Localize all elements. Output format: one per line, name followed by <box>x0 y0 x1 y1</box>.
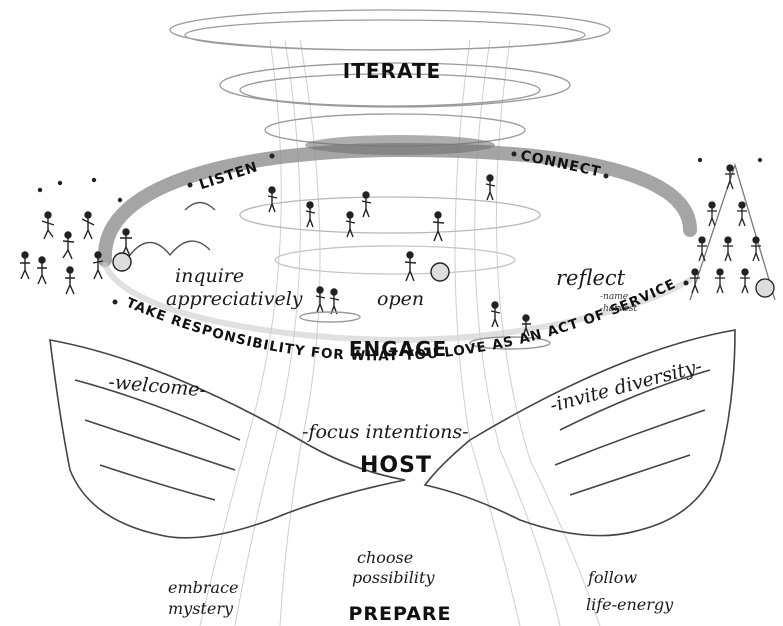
left-wing <box>49 339 406 539</box>
arc-dot-left <box>112 299 118 305</box>
right-pyramid-figures <box>689 157 776 301</box>
possibility-text: possibility <box>352 568 435 587</box>
focus-intentions-text: -focus intentions- <box>302 421 469 443</box>
appreciatively-text: appreciatively <box>166 288 303 310</box>
choose-text: choose <box>357 548 413 567</box>
host-label: HOST <box>360 453 432 478</box>
engage-label: ENGAGE <box>349 337 447 361</box>
listen-dot-right <box>269 153 275 159</box>
reflect-text: reflect <box>556 266 626 290</box>
engage-ring-lower <box>102 262 693 344</box>
connect-dot-left <box>511 151 517 157</box>
welcome-text: -welcome- <box>108 371 207 401</box>
right-wing <box>423 329 736 537</box>
reflect-name-text: -name <box>600 292 628 302</box>
arc-dot-right <box>683 280 689 286</box>
follow-text: follow <box>587 568 637 587</box>
open-text: open <box>377 288 424 310</box>
embrace-text: embrace <box>168 578 239 597</box>
life-energy-text: life-energy <box>586 595 674 614</box>
inquire-text: inquire <box>175 265 244 287</box>
iterate-label: ITERATE <box>343 59 441 83</box>
reflect-harvest-text: -harvest <box>600 304 638 314</box>
mystery-text: mystery <box>168 599 234 618</box>
left-crowd-figures <box>20 177 216 295</box>
connect-dot-right <box>603 173 609 179</box>
ring-shadow <box>305 135 495 155</box>
listen-dot-left <box>187 182 193 188</box>
prepare-label: PREPARE <box>348 603 451 625</box>
center-figures <box>267 174 551 350</box>
